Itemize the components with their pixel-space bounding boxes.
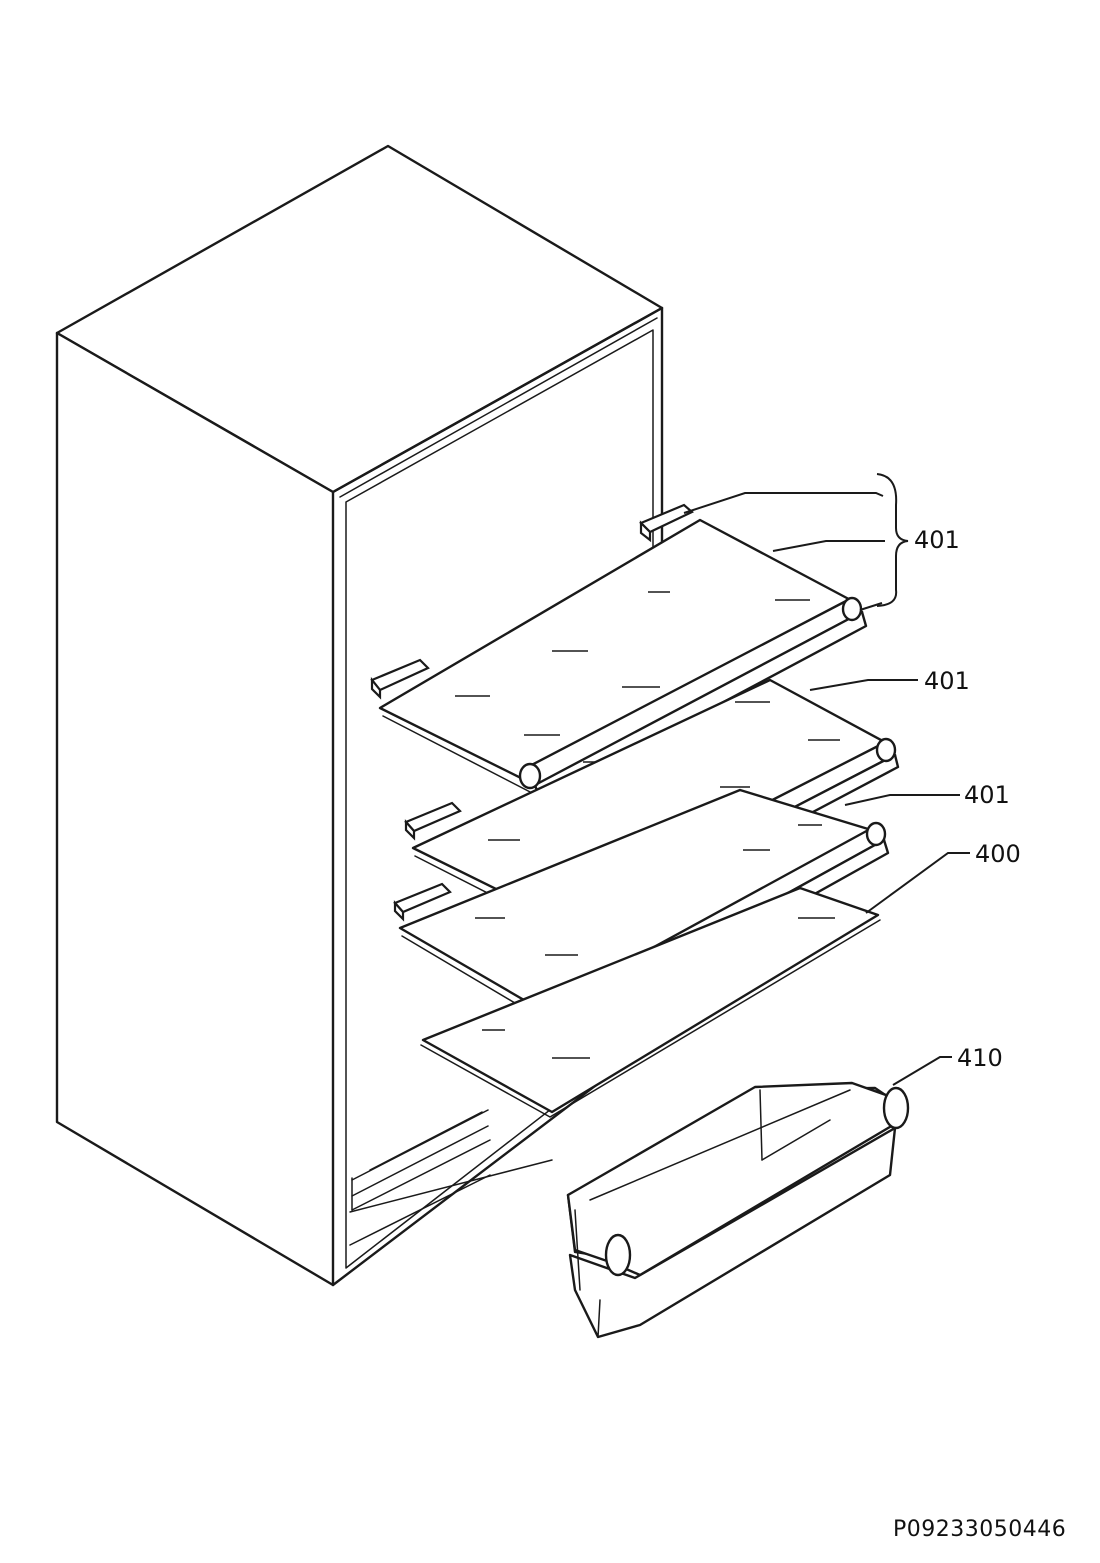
shelf-clip-top-right: [639, 503, 694, 543]
plate-text-marks: [482, 917, 835, 1059]
callout-label-401-third: 401: [964, 781, 1010, 809]
shelf-clip-1: [370, 658, 430, 700]
shelf-clip-2: [404, 801, 462, 841]
crisper-bin: [566, 1081, 910, 1339]
callout-label-410: 410: [957, 1044, 1003, 1072]
glass-plate: [420, 886, 881, 1118]
shelf-clip-3: [393, 882, 452, 922]
callout-label-401-top: 401: [914, 526, 960, 554]
callout-label-400: 400: [975, 840, 1021, 868]
shelf-text-marks: [455, 591, 810, 763]
document-code: P09233050446: [893, 1517, 1067, 1542]
callout-leaders: [683, 473, 970, 1086]
shelf-support-clips: [370, 503, 694, 922]
callout-label-401-second: 401: [924, 667, 970, 695]
